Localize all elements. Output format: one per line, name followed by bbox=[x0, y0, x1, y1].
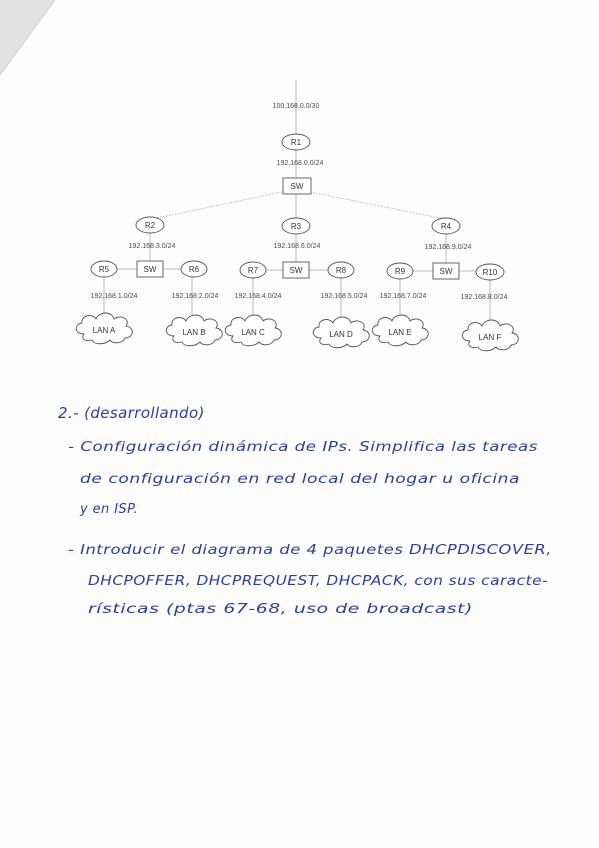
net-label-r5-lan: 192.168.1.0/24 bbox=[91, 293, 138, 300]
switch-middle: SW bbox=[290, 266, 303, 275]
lan-a: LAN A bbox=[93, 326, 116, 335]
lan-e: LAN E bbox=[388, 328, 411, 337]
net-label-core: 192.168.0.0/24 bbox=[277, 160, 324, 167]
net-label-top: 100.168.0.0/30 bbox=[273, 103, 320, 110]
notes-item2-line2: DHCPOFFER, DHCPREQUEST, DHCPACK, con sus… bbox=[88, 574, 548, 589]
lan-d: LAN D bbox=[329, 330, 353, 339]
lan-c: LAN C bbox=[241, 328, 265, 337]
net-label-r6-lan: 192.168.2.0/24 bbox=[172, 293, 219, 300]
router-r4: R4 bbox=[441, 222, 452, 231]
switch-right: SW bbox=[440, 267, 453, 276]
router-r7: R7 bbox=[248, 266, 259, 275]
net-label-r2-side: 192.168.3.0/24 bbox=[129, 243, 176, 250]
notes-item1-line2: de configuración en red local del hogar … bbox=[80, 472, 520, 487]
switch-left: SW bbox=[144, 265, 157, 274]
net-label-r4-side: 192.168.9.0/24 bbox=[425, 244, 472, 251]
net-label-r7-lan: 192.168.4.0/24 bbox=[235, 293, 282, 300]
router-r8: R8 bbox=[336, 266, 347, 275]
lan-b: LAN B bbox=[182, 328, 205, 337]
router-r3: R3 bbox=[291, 222, 302, 231]
network-diagram: 100.168.0.0/30 192.168.0.0/24 192.168.3.… bbox=[75, 80, 519, 352]
handwritten-notes: 2.- (desarrollando) - Configuración diná… bbox=[58, 404, 552, 617]
router-r6: R6 bbox=[189, 265, 200, 274]
net-label-r8-lan: 192.168.5.0/24 bbox=[321, 293, 368, 300]
notes-item2-line3: rísticas (ptas 67-68, uso de broadcast) bbox=[88, 602, 473, 617]
notes-heading: 2.- (desarrollando) bbox=[58, 404, 205, 422]
notes-item1-line3: y en ISP. bbox=[79, 502, 138, 517]
notes-item1-line1: - Configuración dinámica de IPs. Simplif… bbox=[68, 440, 538, 455]
net-label-r3-side: 192.168.6.0/24 bbox=[274, 243, 321, 250]
router-r5: R5 bbox=[99, 265, 110, 274]
net-label-r10-lan: 192.168.8.0/24 bbox=[461, 294, 508, 301]
lan-f: LAN F bbox=[479, 333, 502, 342]
router-r9: R9 bbox=[395, 267, 406, 276]
router-r1: R1 bbox=[291, 138, 302, 147]
switch-core: SW bbox=[291, 182, 304, 191]
notes-item2-line1: - Introducir el diagrama de 4 paquetes D… bbox=[68, 543, 552, 558]
net-label-r9-lan: 192.168.7.0/24 bbox=[380, 293, 427, 300]
router-r2: R2 bbox=[145, 221, 156, 230]
router-r10: R10 bbox=[483, 268, 498, 277]
